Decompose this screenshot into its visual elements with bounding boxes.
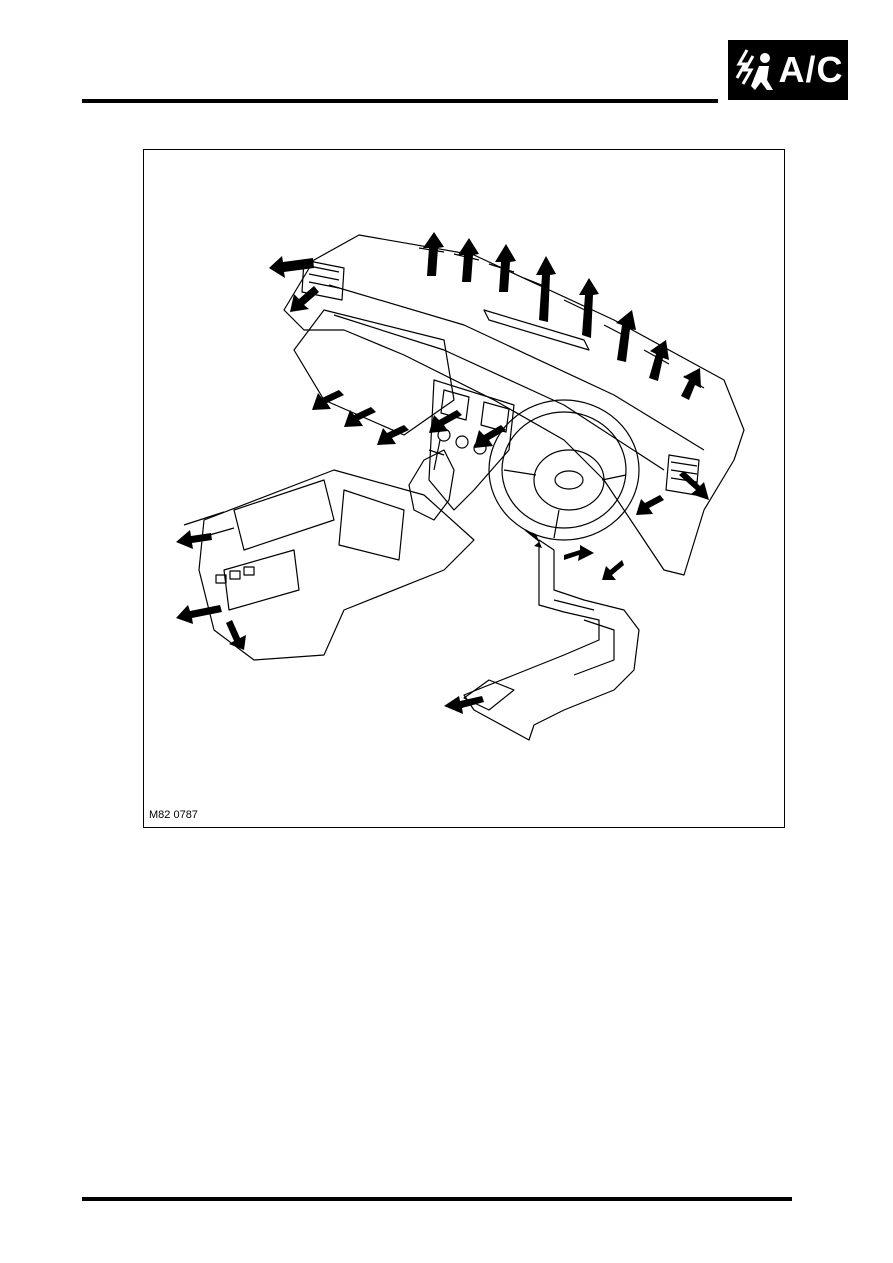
section-badge: A/C [728, 40, 848, 100]
header-rule [82, 99, 718, 103]
figure-frame: M82 0787 [143, 149, 785, 828]
section-badge-label: A/C [778, 49, 844, 90]
airflow-person-icon [735, 49, 773, 90]
airflow-arrows [176, 232, 709, 714]
figure-id: M82 0787 [149, 809, 198, 821]
dashboard-outline [183, 234, 745, 741]
footer-rule [82, 1197, 792, 1201]
dashboard-airflow-diagram [176, 232, 745, 741]
